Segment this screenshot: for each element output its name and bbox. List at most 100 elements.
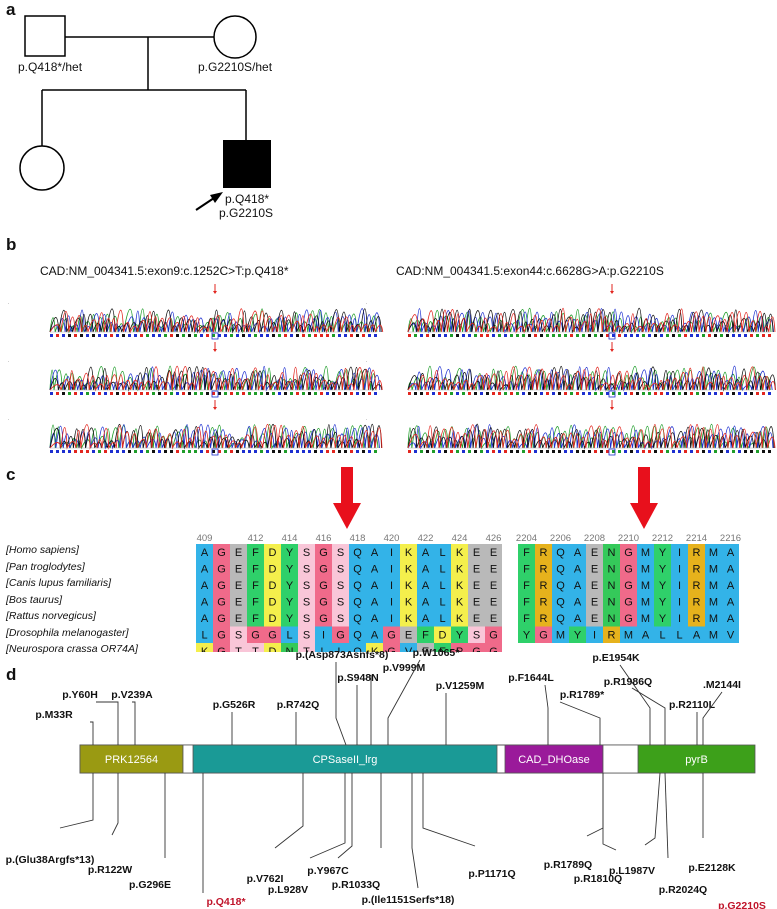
residue-letter: Y [456, 630, 464, 642]
residue-letter: G [217, 564, 226, 576]
residue-letter: M [624, 630, 633, 642]
sister-circle [19, 145, 65, 191]
residue-cell [315, 577, 332, 594]
residue-letter: R [693, 580, 701, 592]
residue-letter: L [320, 646, 326, 652]
residue-cell [196, 610, 213, 627]
residue-letter: D [269, 580, 277, 592]
residue-letter: R [693, 564, 701, 576]
variant-leader-line [309, 773, 346, 859]
residue-letter: R [693, 613, 701, 625]
variant-label-below: p.L928V [268, 884, 308, 896]
residue-letter: T [252, 646, 259, 652]
residue-cell [400, 610, 417, 627]
variant-label-above: p.E1954K [592, 652, 640, 664]
position-label: 2206 [550, 533, 571, 544]
residue-letter: A [727, 597, 735, 609]
variant-label-below: p.R122W [88, 864, 132, 876]
residue-letter: D [269, 597, 277, 609]
residue-letter: E [490, 580, 497, 592]
residue-letter: A [422, 547, 430, 559]
residue-letter: L [659, 630, 665, 642]
residue-cell [485, 626, 502, 643]
residue-letter: T [303, 646, 310, 652]
residue-cell [603, 610, 620, 627]
residue-cell [586, 544, 603, 561]
residue-cell [485, 643, 502, 652]
residue-cell [468, 544, 485, 561]
residue-cell [468, 610, 485, 627]
residue-letter: Y [286, 597, 294, 609]
residue-cell [705, 626, 722, 643]
residue-cell [281, 643, 298, 652]
residue-letter: L [439, 564, 445, 576]
residue-cell [485, 610, 502, 627]
residue-letter: F [252, 597, 259, 609]
residue-cell [417, 626, 434, 643]
proband-genotype-1: p.Q418* [225, 192, 270, 206]
residue-letter: M [709, 630, 718, 642]
residue-cell [569, 626, 586, 643]
residue-cell [247, 610, 264, 627]
residue-cell [552, 560, 569, 577]
residue-cell [213, 593, 230, 610]
residue-cell [298, 643, 315, 652]
residue-cell [332, 544, 349, 561]
residue-cell [366, 577, 383, 594]
residue-cell [535, 560, 552, 577]
position-label: 2210 [618, 533, 639, 544]
residue-cell [298, 610, 315, 627]
position-label: 2212 [652, 533, 673, 544]
residue-letter: A [727, 564, 735, 576]
residue-letter: E [235, 613, 242, 625]
residue-letter: A [201, 564, 209, 576]
residue-cell [654, 610, 671, 627]
residue-letter: A [201, 547, 209, 559]
residue-cell [332, 577, 349, 594]
residue-letter: F [523, 547, 530, 559]
variant-label-above: p.R1986Q [604, 676, 652, 688]
residue-cell [417, 560, 434, 577]
residue-cell [434, 643, 451, 652]
residue-letter: K [405, 564, 413, 576]
residue-cell [332, 560, 349, 577]
residue-cell [400, 577, 417, 594]
residue-cell [281, 593, 298, 610]
residue-letter: R [540, 580, 548, 592]
residue-cell [586, 593, 603, 610]
residue-cell [620, 610, 637, 627]
residue-letter: E [490, 613, 497, 625]
sanger-right-title: CAD:NM_004341.5:exon44:c.6628G>A:p.G2210… [396, 264, 664, 278]
residue-letter: L [439, 613, 445, 625]
residue-cell [230, 544, 247, 561]
residue-cell [451, 544, 468, 561]
position-label: 2208 [584, 533, 605, 544]
residue-cell [705, 610, 722, 627]
residue-letter: I [390, 613, 393, 625]
residue-letter: E [591, 597, 598, 609]
residue-letter: G [319, 580, 328, 592]
residue-letter: G [217, 597, 226, 609]
residue-cell [332, 610, 349, 627]
residue-letter: K [456, 564, 464, 576]
variant-label-below: p.R2024Q [659, 884, 707, 896]
residue-letter: F [252, 580, 259, 592]
residue-letter: E [490, 564, 497, 576]
residue-letter: N [608, 547, 616, 559]
residue-letter: G [217, 630, 226, 642]
residue-cell [705, 577, 722, 594]
mother-circle [213, 15, 257, 59]
residue-cell [230, 643, 247, 652]
residue-letter: S [337, 564, 344, 576]
residue-letter: G [251, 630, 260, 642]
residue-cell [434, 560, 451, 577]
residue-letter: V [405, 646, 413, 652]
position-label: 424 [452, 533, 468, 544]
residue-cell [518, 544, 535, 561]
species-label: [Rattus norvegicus] [6, 610, 96, 622]
residue-letter: A [422, 597, 430, 609]
residue-cell [230, 593, 247, 610]
residue-letter: G [217, 547, 226, 559]
residue-letter: E [473, 580, 480, 592]
